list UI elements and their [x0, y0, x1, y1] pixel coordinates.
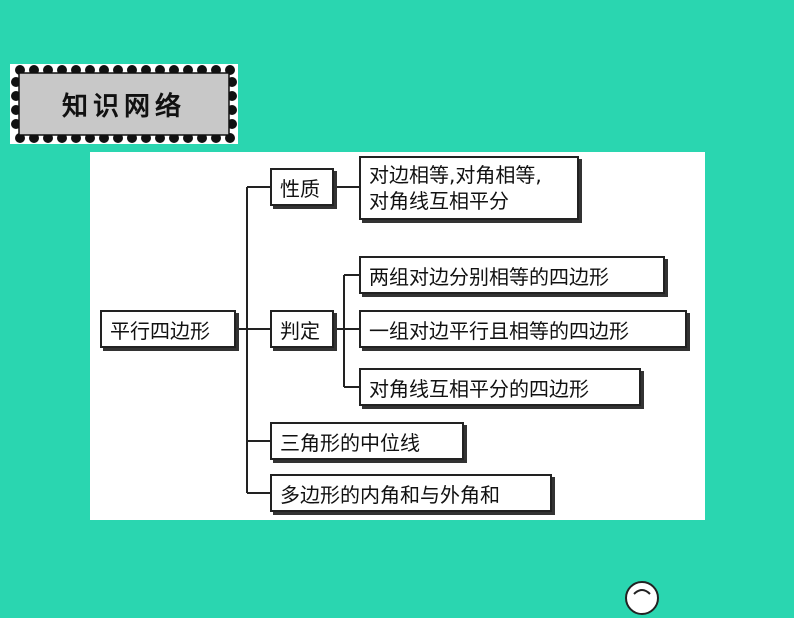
connector-lines — [235, 186, 360, 494]
section-title-badge: 知识网络 — [10, 64, 238, 144]
criteria-node: 判定 — [270, 310, 334, 348]
properties-detail-node: 对边相等,对角相等, 对角线互相平分 — [359, 156, 579, 220]
midline-node: 三角形的中位线 — [270, 422, 464, 460]
section-title: 知识网络 — [61, 91, 186, 122]
properties-detail-line2: 对角线互相平分 — [369, 189, 509, 213]
polygon-angles-node: 多边形的内角和与外角和 — [270, 474, 552, 512]
properties-node: 性质 — [270, 168, 334, 206]
criteria-item-2-label: 一组对边平行且相等的四边形 — [369, 318, 629, 343]
scalloped-frame-icon — [10, 64, 238, 144]
root-label: 平行四边形 — [110, 318, 210, 343]
criteria-item-3: 对角线互相平分的四边形 — [359, 368, 641, 406]
knowledge-map-panel: 平行四边形 性质 对边相等,对角相等, 对角线互相平分 判定 两组对边分别相等的… — [90, 152, 705, 520]
midline-label: 三角形的中位线 — [280, 430, 420, 455]
polygon-angles-label: 多边形的内角和与外角和 — [280, 482, 500, 507]
criteria-item-1-label: 两组对边分别相等的四边形 — [369, 264, 609, 289]
criteria-item-1: 两组对边分别相等的四边形 — [359, 256, 665, 294]
criteria-item-2: 一组对边平行且相等的四边形 — [359, 310, 687, 348]
properties-detail-line1: 对边相等,对角相等, — [369, 163, 542, 187]
properties-label: 性质 — [280, 176, 320, 201]
decorative-ornament-icon — [625, 581, 659, 615]
criteria-label: 判定 — [280, 318, 320, 343]
criteria-item-3-label: 对角线互相平分的四边形 — [369, 376, 589, 401]
root-node: 平行四边形 — [100, 310, 236, 348]
